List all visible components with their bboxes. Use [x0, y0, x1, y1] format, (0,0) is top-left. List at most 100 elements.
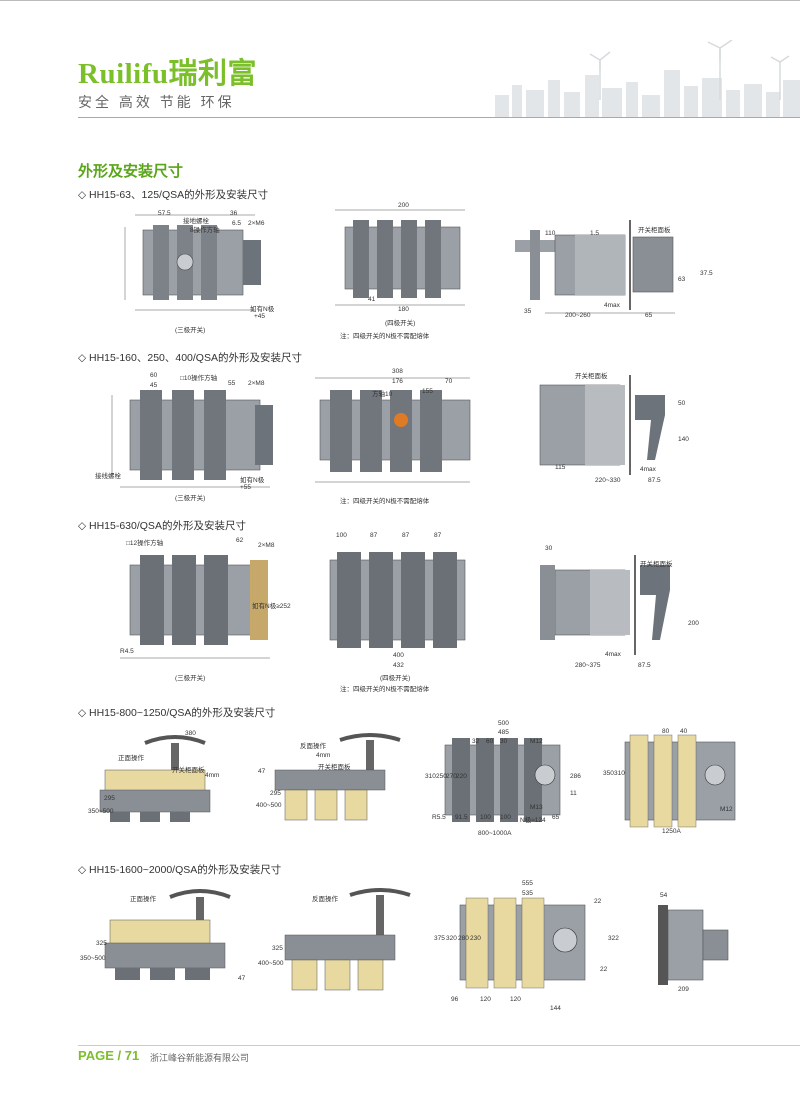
section-heading-800-1250: ◇ HH15-800~1250/QSA的外形及安装尺寸: [78, 707, 276, 719]
dim-label: 295: [270, 790, 281, 797]
company-name: 浙江峰谷新能源有限公司: [150, 1053, 250, 1063]
dim-label: 87: [402, 532, 410, 539]
dim-label: 350: [603, 770, 614, 777]
caption-800-1000a: 800~1000A: [478, 830, 512, 837]
drawing-63-125-3pole-front: [124, 214, 261, 311]
dim-label: 22: [600, 966, 608, 973]
caption-1250a: 1250A: [662, 828, 681, 835]
dim-label: 209: [678, 986, 689, 993]
dim-label: 11: [570, 790, 577, 797]
dim-label: 30: [500, 738, 508, 745]
page-number: PAGE / 71: [78, 1048, 140, 1063]
dim-label: 100: [480, 814, 491, 821]
dim-label: 开关柜面板: [640, 561, 673, 568]
drawing-800-1250-front-operation: [99, 735, 211, 822]
dim-label: 155: [422, 388, 433, 395]
dim-label: 如有N极: [250, 306, 275, 313]
dim-label: 120: [480, 996, 491, 1003]
dim-label: 200: [398, 202, 409, 209]
drawing-1250a-top: [624, 734, 736, 828]
dim-label: 55: [228, 380, 236, 387]
dim-label: 50: [678, 400, 686, 407]
note-4pole: 注：四级开关的N极不需配熔体: [340, 333, 430, 340]
drawing-1600-2000-top: [459, 897, 586, 989]
dim-label: 45: [150, 382, 158, 389]
dim-label: 36: [230, 210, 238, 217]
dim-label: 500: [498, 720, 509, 727]
section-heading-1600-2000: ◇ HH15-1600~2000/QSA的外形及安装尺寸: [78, 864, 282, 876]
dim-label: □10操作方轴: [180, 375, 218, 382]
dim-label: 220: [456, 773, 467, 780]
dim-label: 4max: [640, 466, 656, 473]
dim-label: 接地螺栓: [183, 218, 209, 225]
dim-label: 1.5: [590, 230, 600, 237]
dim-label: 8操作方轴: [190, 227, 220, 234]
dim-label: 286: [570, 773, 581, 780]
dim-label: 485: [498, 729, 509, 736]
note-4pole: 注：四级开关的N极不需配熔体: [340, 686, 430, 693]
dim-label: 350~500: [80, 955, 106, 962]
dim-label: 375: [434, 935, 445, 942]
dim-label: 100: [336, 532, 347, 539]
dim-label: R4.5: [120, 648, 134, 655]
drawing-63-125-4pole-front: [335, 209, 465, 306]
dim-label: 方轴10: [372, 391, 393, 398]
dim-label: 100: [500, 814, 511, 821]
dim-label: 96: [451, 996, 459, 1003]
drawing-160-400-3pole-front: [111, 390, 273, 488]
section-heading-630: ◇ HH15-630/QSA的外形及安装尺寸: [78, 520, 246, 532]
dim-label: 310: [425, 773, 436, 780]
dim-label: 144: [550, 1005, 561, 1012]
dim-label: 400~500: [258, 960, 284, 967]
brand-logo: Ruilifu瑞利富: [78, 58, 258, 90]
dim-label: 280: [458, 935, 469, 942]
section-heading-160-400: ◇ HH15-160、250、400/QSA的外形及安装尺寸: [78, 352, 302, 364]
dim-label: 87.5: [638, 662, 651, 669]
dim-label: M12: [720, 806, 733, 813]
dim-label: 2×M8: [248, 380, 265, 387]
dim-label: M12: [530, 738, 543, 745]
page-border: [0, 0, 800, 1]
section-title: 外形及安装尺寸: [78, 163, 184, 180]
dim-label: 200~260: [565, 312, 591, 319]
dim-label: 65: [645, 312, 653, 319]
dim-label: 30: [545, 545, 553, 552]
dim-label: 22: [594, 898, 602, 905]
drawing-630-4pole-front: [329, 552, 466, 648]
caption-4pole: (四极开关): [380, 675, 411, 682]
dim-label: 开关柜面板: [638, 227, 671, 234]
dim-label: 200: [688, 620, 699, 627]
drawing-160-400-side: [539, 375, 665, 475]
drawing-1600-2000-rear-operation: [284, 888, 411, 991]
dim-label: 180: [398, 306, 409, 313]
dim-label: 220~330: [595, 477, 621, 484]
dim-label: 60: [150, 372, 158, 379]
dim-label: 47: [238, 975, 246, 982]
dim-label: 2×M6: [248, 220, 265, 227]
dim-label: +45: [254, 313, 266, 320]
dim-label: 320: [446, 935, 457, 942]
dim-label: 555: [522, 880, 533, 887]
dim-label: 87: [370, 532, 378, 539]
dim-label: 87.5: [648, 477, 661, 484]
dim-label: 54: [660, 892, 668, 899]
dim-label: 47: [258, 768, 266, 775]
dim-label: 325: [272, 945, 283, 952]
dim-label: 350~500: [88, 808, 114, 815]
dim-label: 6.5: [232, 220, 242, 227]
dim-label: 65: [552, 814, 560, 821]
dim-label: 230: [470, 935, 481, 942]
dim-label: 308: [392, 368, 403, 375]
dim-label: 35: [524, 308, 532, 315]
dim-label: 70: [445, 378, 453, 385]
dim-label: 4mm: [316, 752, 331, 759]
dim-label: 87: [434, 532, 442, 539]
dim-label: 322: [608, 935, 619, 942]
drawing-63-125-side: [515, 220, 675, 314]
dim-label: 250: [436, 773, 447, 780]
dim-label: 4max: [605, 651, 621, 658]
dim-label: N极≈124: [520, 817, 546, 824]
section-heading-63-125: ◇ HH15-63、125/QSA的外形及安装尺寸: [78, 189, 269, 201]
dim-label: 310: [614, 770, 625, 777]
drawing-1600-2000-front-operation: [104, 889, 231, 980]
